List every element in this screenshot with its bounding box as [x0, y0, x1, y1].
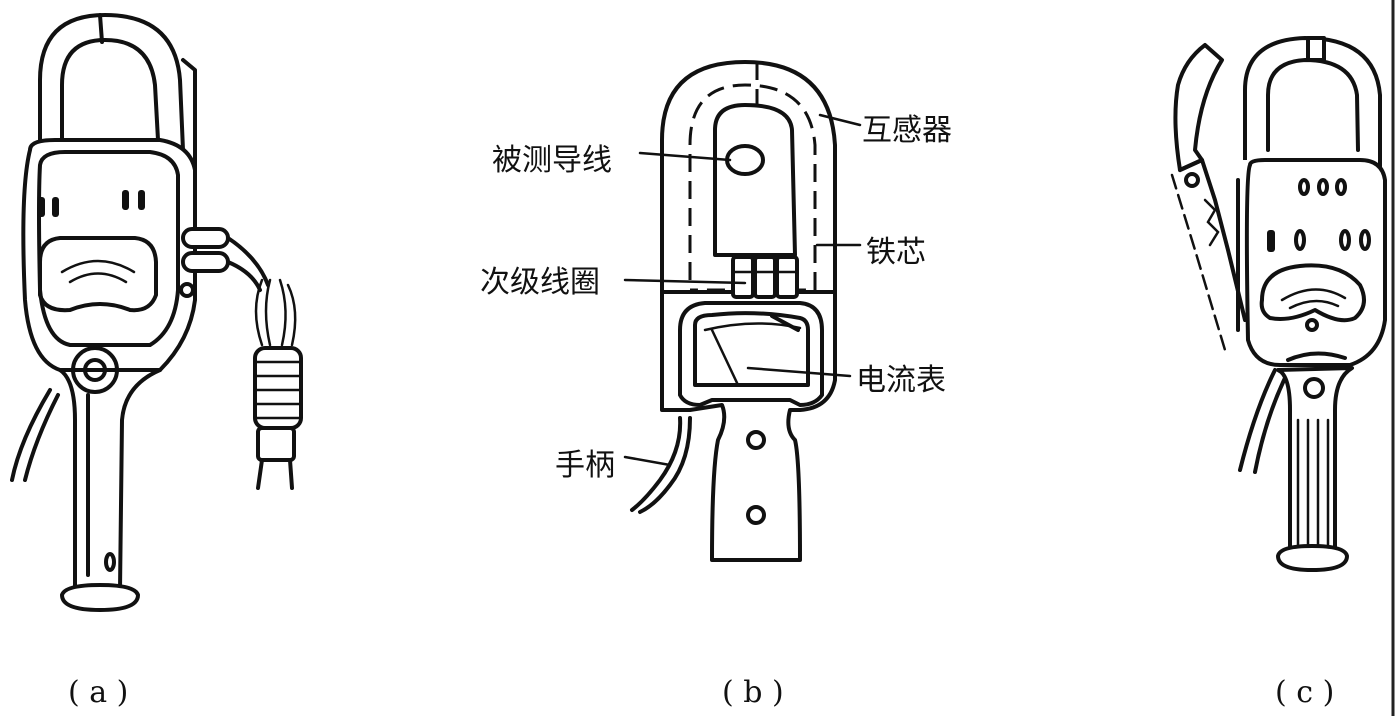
label-ammeter: 电流表	[856, 363, 946, 398]
label-measured-wire: 被测导线	[492, 143, 612, 178]
label-iron-core: 铁芯	[866, 235, 926, 270]
caption-b: ( b )	[722, 675, 784, 710]
caption-c: ( c )	[1275, 675, 1334, 710]
clamp-meter-a	[10, 13, 303, 612]
label-handle: 手柄	[555, 448, 615, 483]
clamp-meter-b: 互感器 被测导线 铁芯 次级线圈 电流表 手柄	[480, 60, 952, 562]
label-transformer: 互感器	[862, 113, 952, 148]
caption-a: ( a )	[68, 675, 128, 710]
label-secondary-coil: 次级线圈	[480, 265, 600, 300]
clamp-meter-c	[1170, 36, 1387, 572]
